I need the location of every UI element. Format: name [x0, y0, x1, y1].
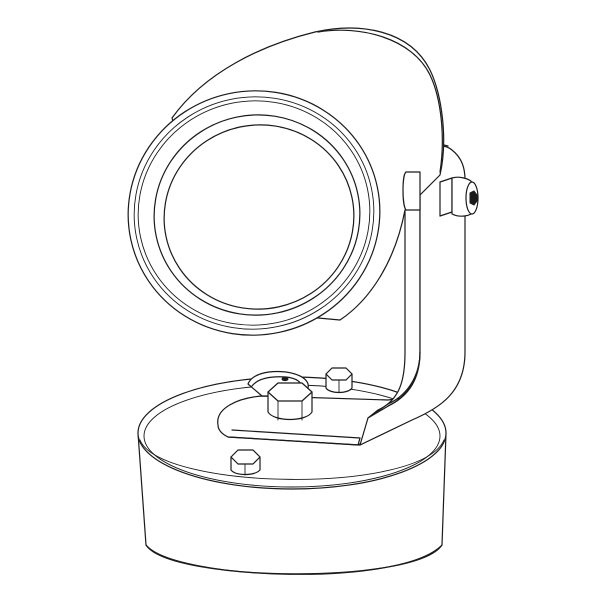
lamp-front-bezel-ring-1 — [133, 96, 375, 330]
mounting-plate-edge — [227, 429, 361, 446]
pivot-screw — [402, 171, 479, 217]
lamp-front-bezel-ring-2 — [137, 100, 371, 326]
center-nut-dimple — [281, 376, 289, 382]
pivot-collar — [439, 177, 453, 217]
lamp-head-back-edge — [317, 29, 443, 173]
hex-socket-icon — [469, 190, 478, 206]
pivot-stub-left — [402, 171, 421, 211]
hex-bolt-front-top — [230, 449, 261, 465]
hex-bolt-front — [230, 449, 261, 476]
lamp-head — [127, 27, 445, 336]
hex-bolt-rear — [325, 367, 353, 394]
base-rim-front — [139, 439, 445, 480]
bracket-bend-line — [387, 351, 421, 407]
lamp-lens — [163, 124, 355, 310]
center-nut-top — [267, 382, 313, 402]
base-bottom-edge — [145, 544, 443, 575]
center-nut-assembly — [247, 370, 313, 421]
hex-bolt-rear-top — [325, 367, 353, 381]
